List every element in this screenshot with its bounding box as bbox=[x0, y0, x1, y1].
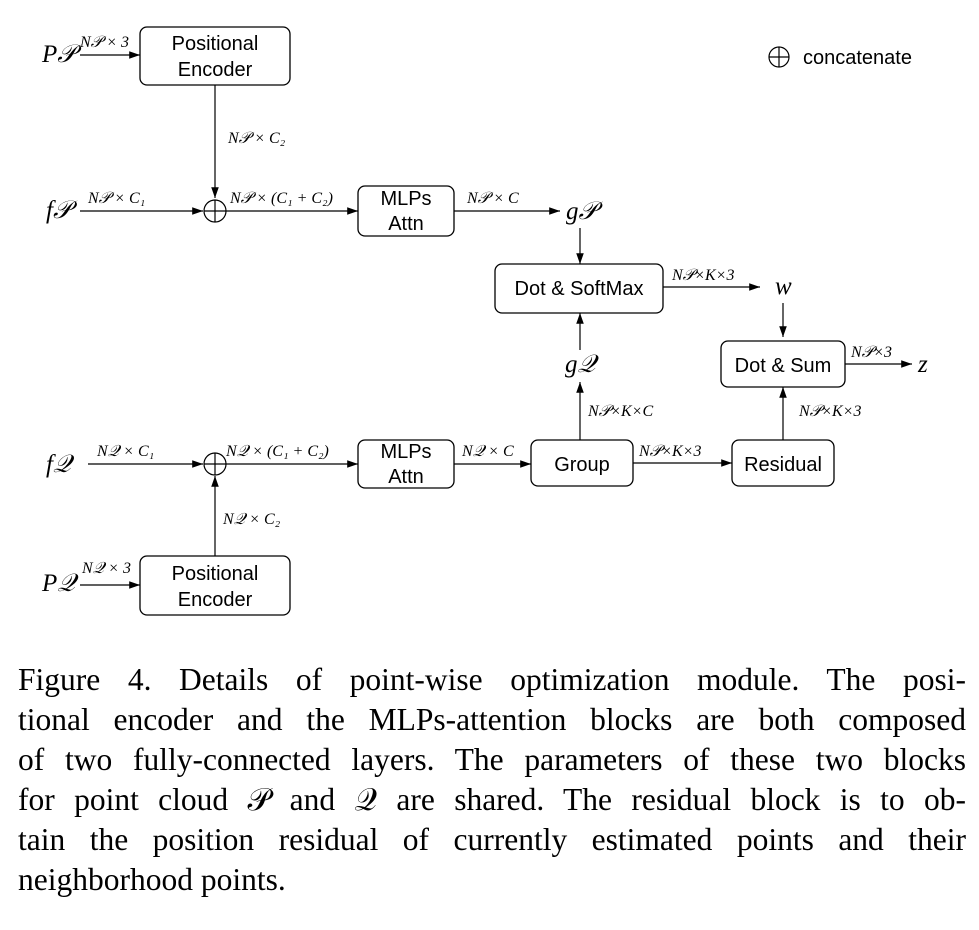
mlp-attn-bottom-line2: Attn bbox=[388, 466, 424, 488]
concat-top-icon bbox=[203, 199, 227, 223]
label-dotsum-out: N𝒫×3 bbox=[850, 344, 892, 361]
diagram-canvas: concatenate P𝒫 N𝒫 × 3 Positional Encoder… bbox=[41, 26, 928, 616]
dot-sum-block: Dot & Sum bbox=[720, 340, 846, 388]
label-concat-mlp-top: N𝒫 × (C₁ + C₂) bbox=[229, 190, 333, 207]
label-mlp-bottom-out: N𝒬 × C bbox=[461, 443, 514, 460]
positional-encoder-bottom: Positional Encoder bbox=[139, 555, 291, 616]
legend-label: concatenate bbox=[803, 47, 912, 69]
pos-encoder-top-line1: Positional bbox=[172, 33, 259, 55]
caption-line-2: tional encoder and the MLPs-attention bl… bbox=[18, 702, 966, 737]
node-z: z bbox=[917, 351, 928, 378]
label-fq-concat: N𝒬 × C₁ bbox=[96, 443, 154, 460]
input-p-q: P𝒬 bbox=[41, 570, 79, 597]
label-encoder-concat-bottom: N𝒬 × C₂ bbox=[222, 511, 281, 528]
legend: concatenate bbox=[768, 46, 912, 69]
caption-line-3: of two fully-connected layers. The param… bbox=[18, 742, 966, 777]
dot-softmax-label: Dot & SoftMax bbox=[515, 278, 644, 300]
group-block: Group bbox=[530, 439, 634, 487]
caption-line-1: Figure 4. Details of point-wise optimiza… bbox=[18, 662, 966, 697]
label-softmax-out: N𝒫×K×3 bbox=[671, 267, 734, 284]
pos-encoder-bottom-line2: Encoder bbox=[178, 589, 253, 611]
concat-legend-icon bbox=[768, 46, 790, 68]
pos-encoder-top-line2: Encoder bbox=[178, 59, 253, 81]
node-w: w bbox=[775, 273, 792, 300]
figure-caption: Figure 4. Details of point-wise optimiza… bbox=[18, 660, 966, 900]
node-g-p: g𝒫 bbox=[566, 198, 604, 225]
dot-sum-label: Dot & Sum bbox=[735, 355, 832, 377]
label-group-residual: N𝒫×K×3 bbox=[638, 443, 701, 460]
caption-line-6: neighborhood points. bbox=[18, 862, 286, 897]
label-fp-concat: N𝒫 × C₁ bbox=[87, 190, 145, 207]
node-g-q: g𝒬 bbox=[565, 351, 600, 378]
dot-softmax-block: Dot & SoftMax bbox=[494, 263, 664, 314]
residual-label: Residual bbox=[744, 454, 822, 476]
mlp-attn-top: MLPs Attn bbox=[357, 185, 455, 237]
concat-bottom-icon bbox=[203, 452, 227, 476]
label-pq-encoder: N𝒬 × 3 bbox=[81, 560, 131, 577]
label-encoder-concat-top: N𝒫 × C₂ bbox=[227, 130, 286, 147]
mlp-attn-bottom: MLPs Attn bbox=[357, 439, 455, 489]
group-label: Group bbox=[554, 454, 610, 476]
input-f-q: f𝒬 bbox=[46, 451, 75, 478]
label-concat-mlp-bottom: N𝒬 × (C₁ + C₂) bbox=[225, 443, 329, 460]
label-pp-encoder: N𝒫 × 3 bbox=[79, 34, 129, 51]
mlp-attn-bottom-line1: MLPs bbox=[380, 441, 431, 463]
label-residual-up: N𝒫×K×3 bbox=[798, 403, 861, 420]
pos-encoder-bottom-line1: Positional bbox=[172, 563, 259, 585]
caption-line-5: tain the position residual of currently … bbox=[18, 822, 966, 857]
label-mlp-top-out: N𝒫 × C bbox=[466, 190, 519, 207]
mlp-attn-top-line1: MLPs bbox=[380, 188, 431, 210]
label-group-up: N𝒫×K×C bbox=[587, 403, 653, 420]
caption-line-4: for point cloud 𝒫 and 𝒬 are shared. The … bbox=[18, 782, 966, 817]
positional-encoder-top: Positional Encoder bbox=[139, 26, 291, 86]
input-f-p: f𝒫 bbox=[46, 197, 78, 224]
residual-block: Residual bbox=[731, 439, 835, 487]
mlp-attn-top-line2: Attn bbox=[388, 213, 424, 235]
input-p-points: P𝒫 bbox=[41, 41, 82, 68]
